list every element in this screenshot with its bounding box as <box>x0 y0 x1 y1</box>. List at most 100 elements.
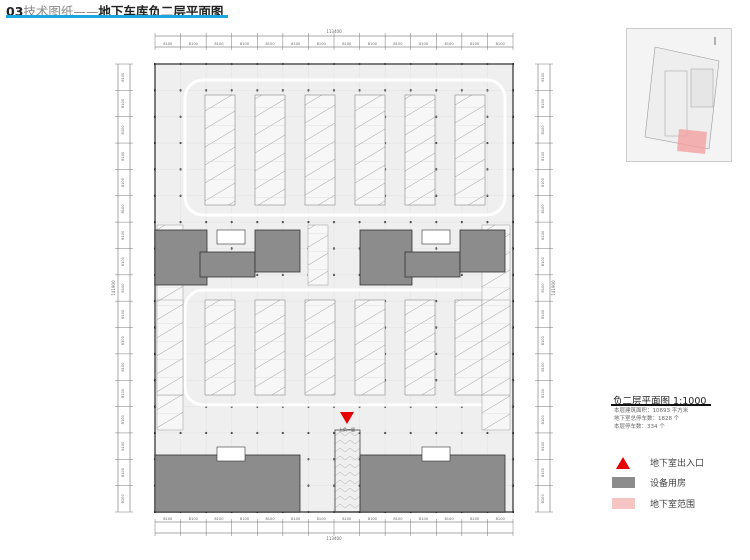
parking-stall-block <box>304 94 336 206</box>
bay-dimension: 8100 <box>317 517 327 521</box>
bay-dimension: 8100 <box>496 517 506 521</box>
legend-basement-range: 地下室范围 <box>612 497 695 510</box>
bay-dimension: 8100 <box>470 517 480 521</box>
bay-dimension: 8100 <box>496 42 506 46</box>
bay-dimension: 8100 <box>121 414 125 424</box>
bay-dimension: 8100 <box>121 125 125 135</box>
bay-dimension: 8100 <box>121 204 125 214</box>
bay-dimension: 8100 <box>541 283 545 293</box>
equipment-room <box>359 229 413 286</box>
parking-stall-block <box>254 94 286 206</box>
stat-total-parking: 地下室总停车数：1828 个 <box>614 416 680 422</box>
bay-dimension: 8100 <box>317 42 327 46</box>
entrance-ramp <box>334 429 361 513</box>
triangle-icon <box>616 456 630 469</box>
equipment-room <box>154 454 301 513</box>
bay-dimension: 8100 <box>121 494 125 504</box>
total-dimension: 141900 <box>551 280 556 296</box>
title-underline <box>6 15 228 18</box>
total-dimension: 113400 <box>326 29 342 34</box>
total-dimension: 141900 <box>111 280 116 296</box>
bay-dimension: 8100 <box>265 517 275 521</box>
bay-dimension: 8100 <box>121 335 125 345</box>
legend-label: 地下室范围 <box>650 500 696 510</box>
bay-dimension: 8100 <box>419 517 429 521</box>
bay-dimension: 8100 <box>121 230 125 240</box>
parking-stall-block <box>304 299 336 396</box>
parking-stall-block <box>404 94 436 206</box>
bay-dimension: 8100 <box>368 517 378 521</box>
bay-dimension: 8100 <box>291 42 301 46</box>
bay-dimension: 8100 <box>121 441 125 451</box>
plan-scale-title: 负二层平面图 1:1000 <box>613 396 707 407</box>
bay-dimension: 8100 <box>541 494 545 504</box>
parking-stall-block <box>404 299 436 396</box>
bay-dimension: 8100 <box>541 125 545 135</box>
bay-dimension: 8100 <box>121 256 125 266</box>
bay-dimension: 8100 <box>541 388 545 398</box>
bay-dimension: 8100 <box>189 517 199 521</box>
bay-dimension: 8100 <box>444 42 454 46</box>
bay-dimension: 8100 <box>541 362 545 372</box>
bay-dimension: 8100 <box>342 517 352 521</box>
parking-stall-block <box>354 94 386 206</box>
bay-dimension: 8100 <box>541 72 545 82</box>
basement-range-swatch <box>612 498 635 509</box>
bay-dimension: 8100 <box>163 517 173 521</box>
equipment-room <box>254 229 301 273</box>
equipment-room <box>359 454 506 513</box>
bay-dimension: 8100 <box>541 441 545 451</box>
bay-dimension: 8100 <box>240 42 250 46</box>
key-plan <box>626 28 732 162</box>
equipment-room <box>404 251 461 278</box>
equipment-room <box>459 229 506 273</box>
stair-core <box>421 446 451 462</box>
bay-dimension: 8100 <box>541 414 545 424</box>
bay-dimension: 8100 <box>541 309 545 319</box>
total-dimension: 113400 <box>326 536 342 541</box>
bay-dimension: 8100 <box>393 42 403 46</box>
bay-dimension: 8100 <box>121 467 125 477</box>
bay-dimension: 8100 <box>541 335 545 345</box>
equipment-swatch <box>612 477 635 488</box>
parking-stall-block <box>254 299 286 396</box>
ramp-label: 上负一层 <box>339 426 355 432</box>
bay-dimension: 8100 <box>214 42 224 46</box>
title-rule <box>611 404 711 406</box>
parking-stall-block <box>454 94 486 206</box>
bay-dimension: 8100 <box>121 151 125 161</box>
bay-dimension: 8100 <box>214 517 224 521</box>
bay-dimension: 8100 <box>541 177 545 187</box>
bay-dimension: 8100 <box>541 230 545 240</box>
legend-label: 地下室出入口 <box>650 459 705 469</box>
parking-stall-block <box>204 299 236 396</box>
parking-stall-row <box>481 299 511 396</box>
parking-stall-block <box>354 299 386 396</box>
stat-floor-area: 本层建筑面积：10693 平方米 <box>614 408 689 414</box>
equipment-room <box>154 229 208 286</box>
bay-dimension: 8100 <box>291 517 301 521</box>
bay-dimension: 8100 <box>393 517 403 521</box>
bay-dimension: 8100 <box>470 42 480 46</box>
bay-dimension: 8100 <box>419 42 429 46</box>
site-key-plan-map <box>644 37 720 154</box>
bay-dimension: 8100 <box>121 388 125 398</box>
parking-stall-block <box>454 299 486 396</box>
bay-dimension: 8100 <box>368 42 378 46</box>
bay-dimension: 8100 <box>121 72 125 82</box>
basement-extent-highlight <box>677 129 707 154</box>
bay-dimension: 8100 <box>541 256 545 266</box>
bay-dimension: 8100 <box>163 42 173 46</box>
legend-equipment: 设备用房 <box>612 476 686 489</box>
bay-dimension: 8100 <box>342 42 352 46</box>
bay-dimension: 8100 <box>121 362 125 372</box>
entrance-triangle-icon <box>340 412 354 424</box>
bay-dimension: 8100 <box>541 467 545 477</box>
parking-stall-row <box>307 224 329 286</box>
parking-stall-row <box>156 299 184 396</box>
bay-dimension: 8100 <box>121 309 125 319</box>
stat-floor-parking: 本层停车数：334 个 <box>614 424 665 430</box>
equipment-room <box>199 251 256 278</box>
stair-core <box>216 229 246 245</box>
